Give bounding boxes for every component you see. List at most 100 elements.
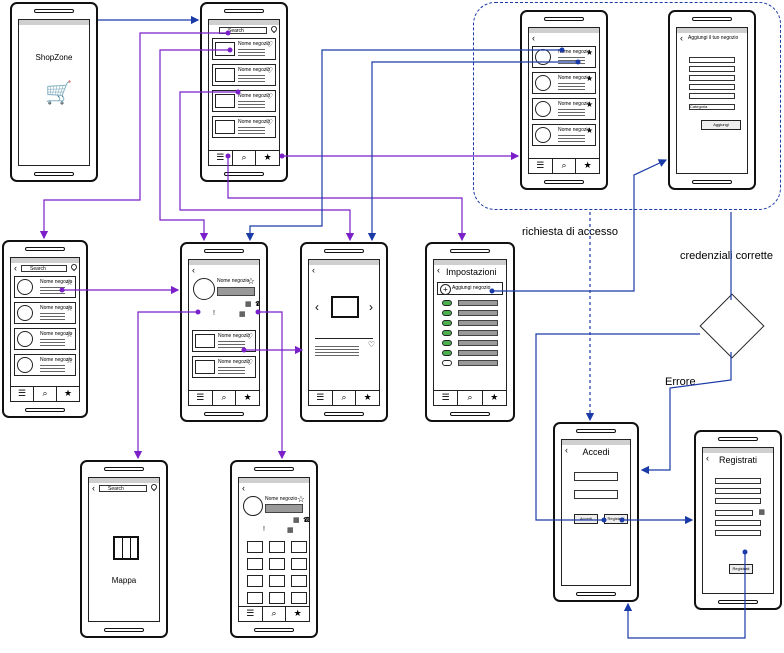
product-item[interactable]: Nome negozio♡	[192, 330, 256, 352]
username-field[interactable]	[574, 472, 618, 481]
search-icon[interactable]: ⌕	[233, 151, 257, 165]
toggle-switch[interactable]	[442, 360, 452, 366]
form-field[interactable]	[715, 530, 761, 536]
back-icon[interactable]: ‹	[532, 33, 535, 43]
submit-store-button[interactable]: Aggiungi	[701, 120, 741, 130]
gallery-icon[interactable]: ▦	[239, 311, 246, 318]
star-outline-icon[interactable]: ☆	[296, 494, 305, 504]
heart-icon[interactable]: ♡	[245, 358, 253, 367]
search-input[interactable]: Search	[219, 27, 267, 34]
category-select[interactable]: Categoria	[689, 104, 735, 110]
list-item[interactable]: Nome negozio★	[532, 72, 596, 94]
star-outline-icon[interactable]: ☆	[65, 304, 73, 313]
form-field[interactable]	[715, 498, 761, 504]
info-icon[interactable]: !	[263, 526, 265, 533]
star-outline-icon[interactable]: ☆	[65, 356, 73, 365]
star-icon[interactable]: ★	[63, 388, 73, 398]
gallery-image-icon[interactable]	[291, 558, 307, 570]
list-item[interactable]: Nome negozio☆	[14, 354, 76, 376]
heart-icon[interactable]: ♡	[245, 332, 253, 341]
list-item[interactable]: Nome negozio☆	[14, 276, 76, 298]
star-icon[interactable]: ★	[263, 152, 272, 162]
next-icon[interactable]: ›	[369, 300, 373, 314]
location-pin-icon[interactable]	[69, 262, 79, 272]
login-button[interactable]: Accedi	[574, 514, 598, 524]
form-field[interactable]	[689, 75, 735, 81]
star-outline-icon[interactable]: ☆	[246, 276, 255, 286]
heart-icon[interactable]: ♡	[265, 40, 273, 49]
menu-icon[interactable]: ☰	[309, 391, 333, 405]
heart-icon[interactable]: ♡	[265, 92, 273, 101]
star-icon[interactable]: ★	[363, 392, 372, 402]
back-icon[interactable]: ‹	[680, 33, 683, 43]
heart-icon[interactable]: ♡	[265, 118, 273, 127]
register-link-button[interactable]: Registrati	[604, 514, 628, 524]
menu-icon[interactable]: ☰	[434, 391, 459, 405]
star-icon[interactable]: ★	[243, 392, 252, 402]
menu-icon[interactable]: ☰	[189, 391, 213, 405]
star-outline-icon[interactable]: ☆	[65, 330, 73, 339]
calendar-icon[interactable]: ▦	[758, 509, 765, 516]
gallery-image-icon[interactable]	[269, 575, 285, 587]
toggle-switch[interactable]	[442, 320, 452, 326]
map-icon[interactable]: ▦	[293, 517, 300, 524]
form-field[interactable]	[689, 84, 735, 90]
location-pin-icon[interactable]	[269, 24, 279, 34]
toggle-switch[interactable]	[442, 310, 452, 316]
back-icon[interactable]: ‹	[14, 263, 17, 273]
form-field[interactable]	[689, 57, 735, 63]
form-field[interactable]	[715, 478, 761, 484]
gallery-image-icon[interactable]	[269, 541, 285, 553]
search-icon[interactable]: ⌕	[333, 391, 357, 405]
prev-icon[interactable]: ‹	[315, 300, 319, 314]
star-icon[interactable]: ★	[585, 126, 593, 135]
heart-icon[interactable]: ♡	[265, 66, 273, 75]
phone-icon[interactable]: ☎	[303, 516, 309, 524]
list-item[interactable]: Nome negozio☆	[14, 328, 76, 350]
back-icon[interactable]: ‹	[192, 265, 195, 275]
list-item[interactable]: Nome negozio★	[532, 124, 596, 146]
list-item[interactable]: Nome negozio★	[532, 46, 596, 68]
back-icon[interactable]: ‹	[92, 483, 95, 493]
birthdate-field[interactable]	[715, 510, 753, 516]
menu-icon[interactable]: ☰	[239, 607, 263, 621]
back-icon[interactable]: ‹	[437, 265, 440, 275]
form-field[interactable]	[689, 93, 735, 99]
menu-icon[interactable]: ☰	[209, 151, 233, 165]
toggle-switch[interactable]	[442, 350, 452, 356]
list-item[interactable]: Nome negozio☆	[14, 302, 76, 324]
list-item[interactable]: Nome negozio♡	[212, 38, 276, 60]
gallery-image-icon[interactable]	[291, 575, 307, 587]
form-field[interactable]	[715, 520, 761, 526]
star-icon[interactable]: ★	[585, 74, 593, 83]
gallery-image-icon[interactable]	[247, 558, 263, 570]
toggle-switch[interactable]	[442, 330, 452, 336]
gallery-image-icon[interactable]	[291, 541, 307, 553]
register-submit-button[interactable]: Registrati	[729, 564, 753, 574]
menu-icon[interactable]: ☰	[529, 159, 553, 173]
gallery-image-icon[interactable]	[291, 592, 307, 604]
toggle-switch[interactable]	[442, 300, 452, 306]
search-input[interactable]: Search	[21, 265, 67, 272]
menu-icon[interactable]: ☰	[11, 387, 34, 401]
product-item[interactable]: Nome negozio♡	[192, 356, 256, 378]
phone-icon[interactable]: ☎	[255, 300, 259, 308]
search-icon[interactable]: ⌕	[263, 607, 287, 621]
gallery-image-icon[interactable]	[269, 558, 285, 570]
heart-icon[interactable]: ♡	[367, 340, 375, 349]
list-item[interactable]: Nome negozio♡	[212, 90, 276, 112]
map-icon[interactable]: ▦	[245, 301, 252, 308]
password-field[interactable]	[574, 490, 618, 499]
star-icon[interactable]: ★	[293, 608, 302, 618]
add-store-button[interactable]: + Aggiungi negozio	[437, 282, 503, 295]
search-input[interactable]: Search	[99, 485, 147, 492]
list-item[interactable]: Nome negozio♡	[212, 116, 276, 138]
gallery-image-icon[interactable]	[247, 592, 263, 604]
list-item[interactable]: Nome negozio♡	[212, 64, 276, 86]
back-icon[interactable]: ‹	[242, 483, 245, 493]
gallery-image-icon[interactable]	[247, 575, 263, 587]
search-icon[interactable]: ⌕	[458, 391, 483, 405]
list-item[interactable]: Nome negozio★	[532, 98, 596, 120]
star-icon[interactable]: ★	[583, 160, 592, 170]
back-icon[interactable]: ‹	[312, 265, 315, 275]
